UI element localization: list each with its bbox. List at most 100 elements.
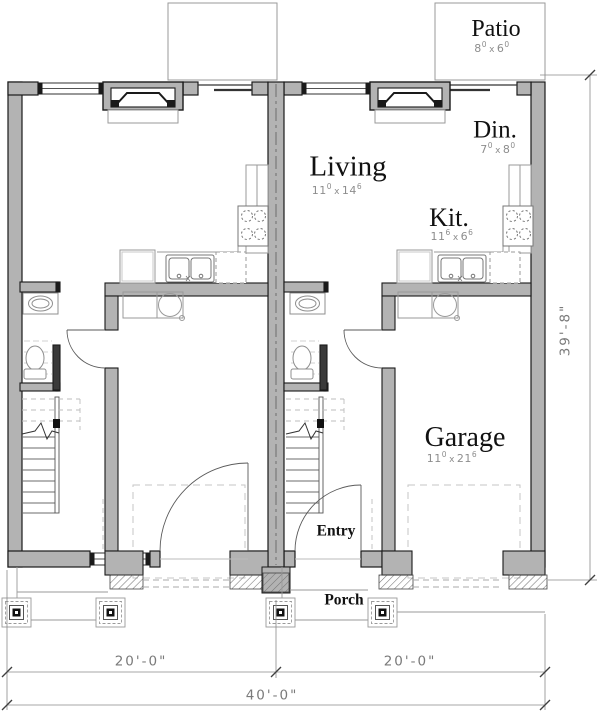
porch-deck-left bbox=[16, 567, 108, 621]
room-label-porch: Porch bbox=[324, 591, 364, 609]
size-in: 0 bbox=[487, 141, 494, 151]
hearth-left bbox=[107, 109, 179, 124]
size-sep: x bbox=[334, 186, 340, 197]
size-in: 6 bbox=[471, 450, 478, 460]
window-top-left bbox=[37, 82, 104, 95]
size-sep: x bbox=[489, 44, 495, 55]
size-ft: 6 bbox=[460, 229, 469, 243]
size-sep: x bbox=[449, 454, 455, 465]
fireplace-left bbox=[102, 81, 184, 124]
size-in: 6 bbox=[356, 182, 363, 192]
kitchen-sink-right bbox=[437, 254, 487, 283]
kitchen-right bbox=[396, 164, 534, 284]
porches bbox=[16, 567, 545, 621]
porch-post-2 bbox=[95, 597, 126, 628]
right-exterior-wall bbox=[530, 81, 546, 568]
toilet-right bbox=[292, 345, 312, 371]
size-in: 0 bbox=[481, 40, 488, 50]
size-in: 0 bbox=[510, 141, 516, 151]
newel-post-left bbox=[53, 419, 60, 428]
cooktop-right bbox=[502, 205, 534, 247]
dishwasher-right bbox=[489, 251, 521, 284]
size-ft: 6 bbox=[496, 41, 505, 55]
room-label-dining: Din. bbox=[473, 116, 517, 144]
garage-left bbox=[104, 484, 269, 590]
bath-right bbox=[289, 292, 326, 380]
kitchen-sink-left bbox=[165, 254, 215, 283]
size-ft: 11 bbox=[426, 451, 442, 465]
entry-door-right bbox=[294, 484, 362, 560]
porch-deck-right bbox=[281, 567, 545, 621]
water-heater-right bbox=[397, 291, 460, 321]
porch-post-1 bbox=[1, 597, 32, 628]
size-in: 0 bbox=[441, 450, 448, 460]
fireplace-right bbox=[369, 81, 451, 124]
window-top-right bbox=[301, 82, 371, 95]
garage-pier-right-b bbox=[508, 574, 548, 590]
porch-post-3 bbox=[265, 597, 296, 628]
garage-wall-left bbox=[104, 367, 119, 552]
water-heater-tank-right bbox=[433, 293, 457, 317]
room-label-patio: Patio bbox=[471, 16, 521, 42]
exterior-walls bbox=[7, 81, 546, 568]
size-sep: x bbox=[452, 232, 459, 243]
size-in: 0 bbox=[326, 182, 333, 192]
dimension-lines bbox=[1, 69, 597, 711]
kitchen-wall-right bbox=[381, 282, 532, 297]
room-label-living: Living bbox=[309, 150, 387, 183]
size-ft: 8 bbox=[474, 41, 482, 55]
left-exterior-wall bbox=[7, 81, 23, 568]
garage-right bbox=[378, 484, 548, 590]
kitchen-wall-left bbox=[104, 282, 269, 297]
patio-outline-right bbox=[434, 2, 546, 81]
size-in: 6 bbox=[445, 228, 451, 238]
garage-pier-left-a bbox=[109, 574, 144, 590]
dim-label-depth: 39'-8" bbox=[557, 303, 574, 357]
garage-pier-right-a bbox=[378, 574, 414, 590]
car-space-right bbox=[407, 484, 521, 579]
dim-label-left-unit: 20'-0" bbox=[114, 653, 168, 670]
garage-door-left bbox=[143, 579, 230, 588]
size-ft: 21 bbox=[456, 451, 472, 465]
garage-wall-right bbox=[381, 367, 396, 552]
bath-left bbox=[22, 292, 59, 380]
hall-door-left bbox=[66, 329, 106, 369]
interior-walls bbox=[19, 281, 532, 552]
newel-post-right bbox=[317, 419, 324, 428]
room-label-garage: Garage bbox=[424, 422, 506, 453]
hall-door-right bbox=[343, 329, 383, 369]
size-ft: 14 bbox=[341, 183, 357, 197]
water-heater-tank-left bbox=[158, 293, 182, 317]
size-in: 0 bbox=[504, 40, 510, 50]
size-in: 6 bbox=[468, 228, 474, 238]
size-sep: x bbox=[495, 145, 501, 156]
size-ft: 11 bbox=[311, 183, 327, 197]
patio-sliding-doors bbox=[198, 84, 517, 92]
size-ft: 8 bbox=[502, 142, 511, 156]
entry-door-left bbox=[159, 462, 249, 560]
stair-break-line-right bbox=[285, 421, 324, 441]
stairs-left bbox=[21, 396, 81, 514]
hearth-right bbox=[374, 109, 446, 124]
kitchen-left bbox=[119, 164, 269, 284]
porch-posts bbox=[1, 597, 398, 628]
size-ft: 7 bbox=[480, 142, 488, 156]
patio-outline-left bbox=[167, 2, 278, 81]
doors bbox=[66, 329, 383, 560]
cooktop-left bbox=[237, 205, 269, 247]
size-ft: 11 bbox=[430, 229, 446, 243]
dim-label-total-width: 40'-0" bbox=[245, 687, 299, 704]
dishwasher-left bbox=[215, 251, 247, 284]
garage-door-right bbox=[413, 579, 503, 588]
porch-post-4 bbox=[367, 597, 398, 628]
garage-pier-left-b bbox=[229, 574, 264, 590]
dim-label-right-unit: 20'-0" bbox=[383, 653, 437, 670]
stairs-right bbox=[285, 396, 345, 514]
